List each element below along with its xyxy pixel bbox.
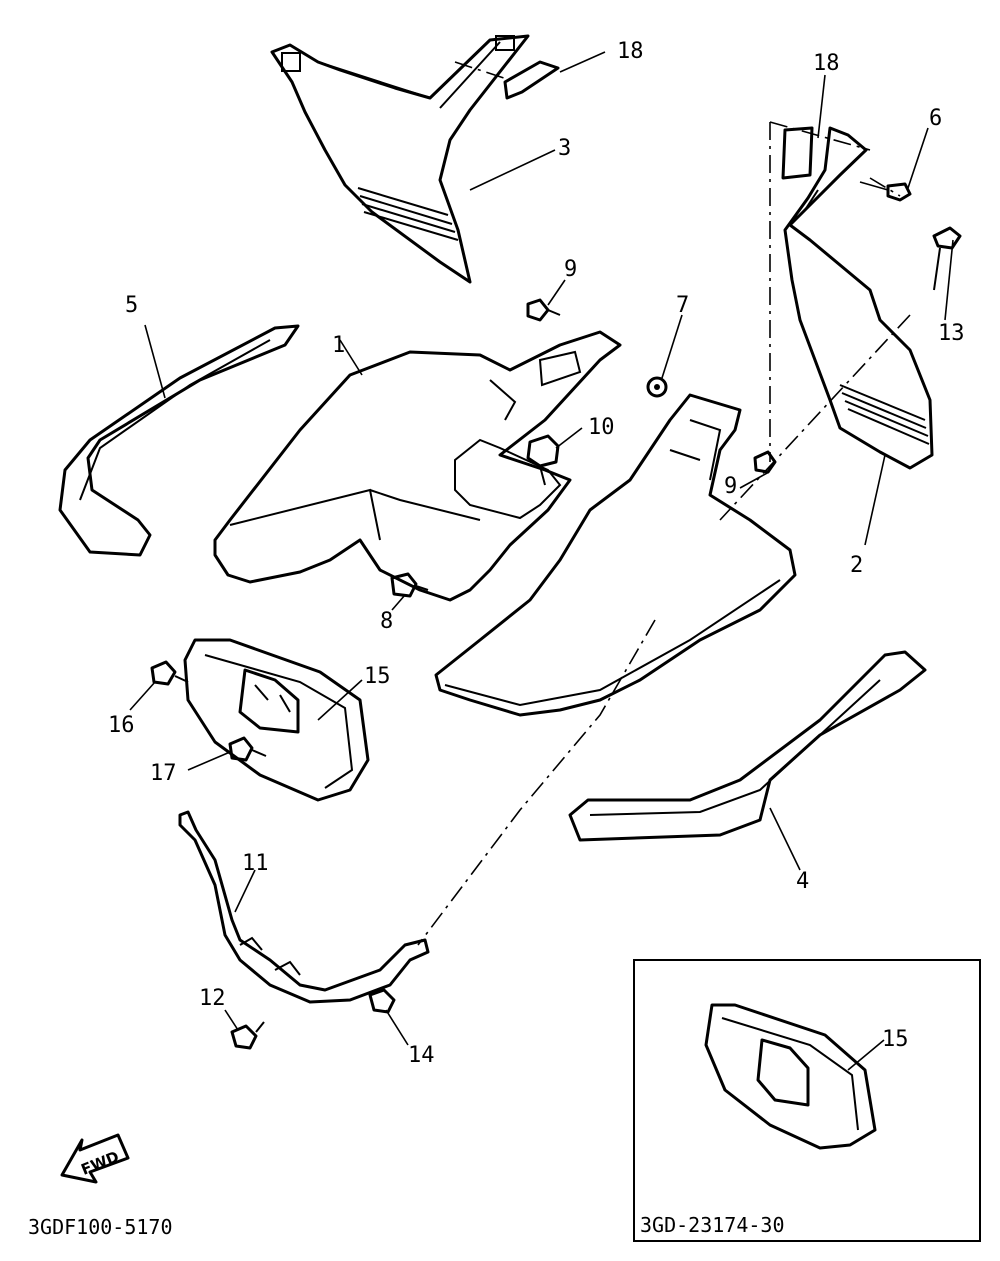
callout-4: 4 (796, 869, 809, 894)
callout-7: 7 (676, 293, 689, 318)
callout-8: 8 (380, 609, 393, 634)
part-9-bolt-upper (526, 298, 561, 322)
callout-12: 12 (199, 986, 226, 1011)
leader-lines (129, 51, 954, 1046)
part-15-headlight-frame (183, 638, 370, 802)
part-12-bolt (230, 1021, 265, 1050)
assembly-lines (417, 61, 911, 946)
callout-15-inset: 15 (882, 1027, 909, 1052)
part-13-bolt (932, 226, 962, 291)
inset-part-number: 3GD-23174-30 (640, 1213, 785, 1237)
part-11-bracket (178, 810, 430, 1004)
part-5-left-flap (58, 324, 300, 557)
callout-9-upper: 9 (564, 257, 577, 282)
inset-box: 15 3GD-23174-30 (633, 959, 981, 1242)
callout-15: 15 (364, 664, 391, 689)
part-1-rear-fender (213, 330, 622, 602)
callout-2: 2 (850, 553, 863, 578)
callout-13: 13 (938, 321, 965, 346)
part-16-bolt (150, 660, 189, 686)
part-2-right-side-cover (783, 126, 934, 470)
part-10-fastener (526, 434, 560, 486)
front-fender-body (434, 393, 797, 717)
callout-9-lower: 9 (724, 474, 737, 499)
part-3-left-side-cover (270, 34, 530, 284)
fwd-label: FWD (78, 1147, 121, 1178)
part-17-bolt (228, 736, 267, 762)
part-4-right-flap (568, 650, 927, 842)
part-7-grommet (646, 376, 668, 398)
callout-1: 1 (332, 333, 345, 358)
callout-18-upper: 18 (617, 39, 644, 64)
callout-16: 16 (108, 713, 135, 738)
part-14-nut (368, 988, 396, 1014)
callout-18-right: 18 (813, 51, 840, 76)
part-18-pad-right (781, 126, 814, 180)
figure-code: 3GDF100-5170 (28, 1215, 173, 1239)
callout-6: 6 (929, 106, 942, 131)
callout-11: 11 (242, 851, 269, 876)
part-8-bolt (390, 572, 429, 598)
part-9-bolt-lower (753, 450, 777, 474)
part-6-bolt (859, 181, 912, 202)
fwd-direction-arrow: FWD (60, 1133, 130, 1184)
part-18-pad-upper (503, 60, 560, 100)
callout-3: 3 (558, 136, 571, 161)
callout-5: 5 (125, 293, 138, 318)
callout-17: 17 (150, 761, 177, 786)
callout-10: 10 (588, 415, 615, 440)
callout-14: 14 (408, 1043, 435, 1068)
